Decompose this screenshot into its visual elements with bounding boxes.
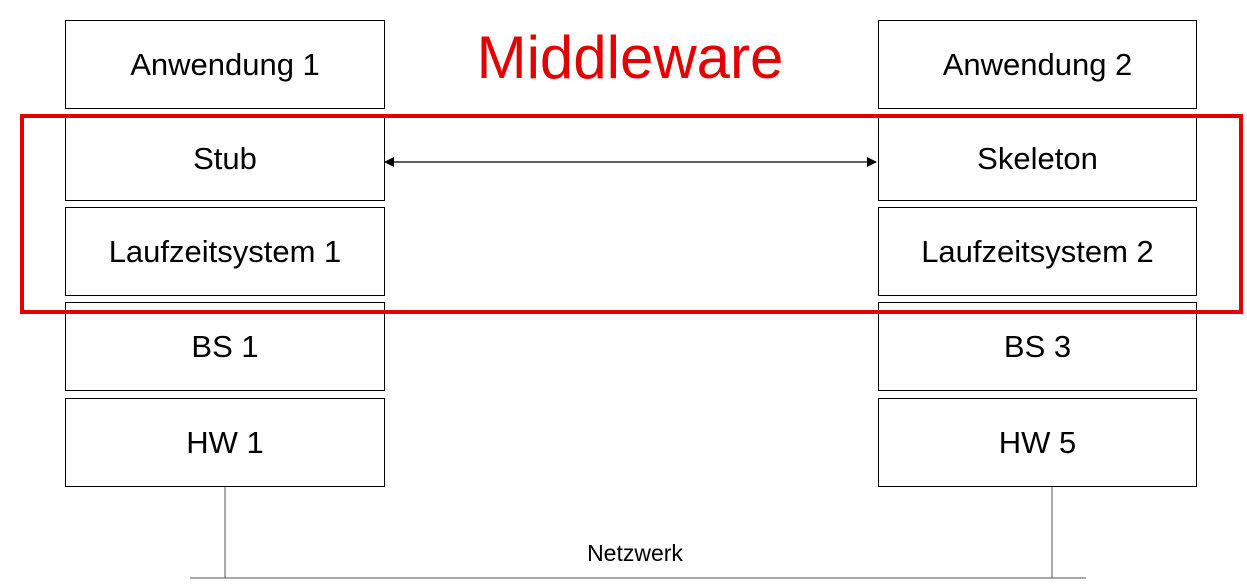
right-hw-box: HW 5 <box>878 398 1197 487</box>
left-app-box: Anwendung 1 <box>65 20 385 109</box>
right-runtime-box: Laufzeitsystem 2 <box>878 207 1197 296</box>
right-app-box: Anwendung 2 <box>878 20 1197 109</box>
middleware-title: Middleware <box>476 24 784 91</box>
stub-box: Stub <box>65 117 385 201</box>
network-label: Netzwerk <box>587 540 683 566</box>
middleware-frame <box>20 114 1243 314</box>
right-os-box: BS 3 <box>878 302 1197 391</box>
left-runtime-box: Laufzeitsystem 1 <box>65 207 385 296</box>
left-os-box: BS 1 <box>65 302 385 391</box>
left-hw-box: HW 1 <box>65 398 385 487</box>
